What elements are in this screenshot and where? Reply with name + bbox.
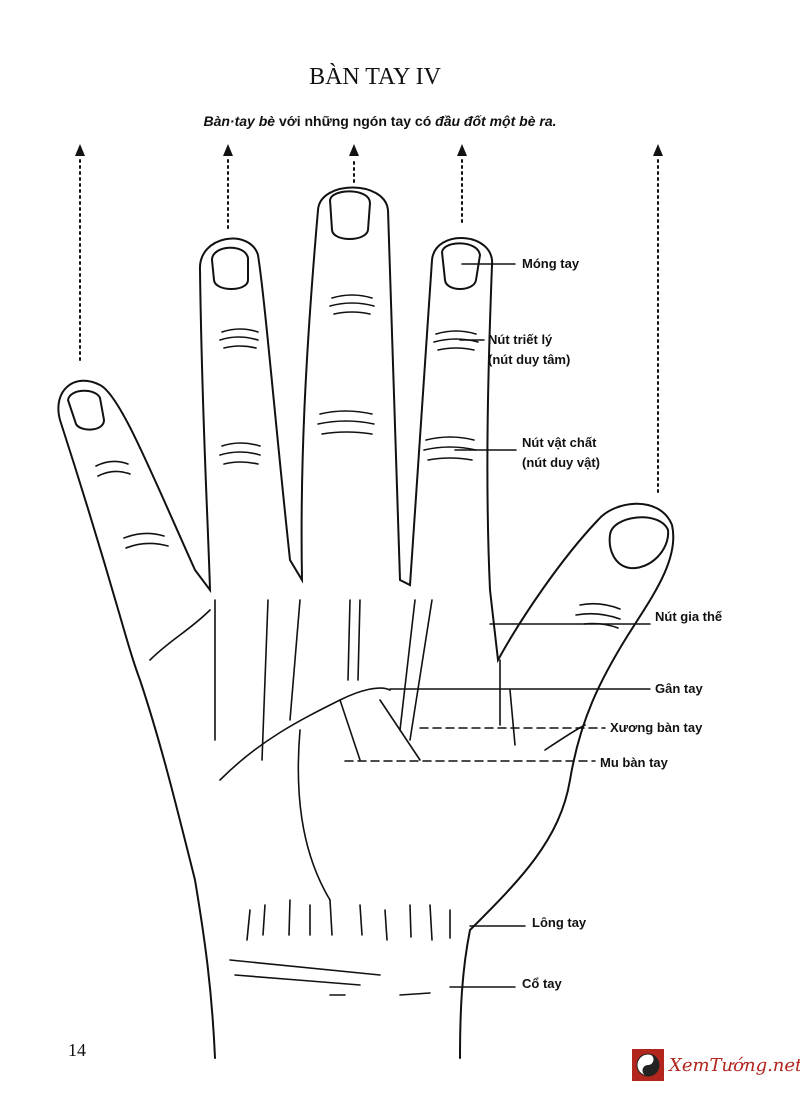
label-xuong-ban-tay: Xương bàn tay [610,720,703,735]
label-gan-tay: Gân tay [655,681,703,696]
nail-thumb [608,516,670,570]
label-nut-duy-tam: (nút duy tâm) [488,352,571,367]
tendons [149,599,586,901]
yin-yang-icon [632,1049,664,1081]
page-number: 14 [68,1040,86,1060]
label-nut-duy-vat: (nút duy vật) [522,455,600,470]
watermark-text: XemTướng.net [669,1054,800,1076]
subtitle-part-2: với những ngón tay có [275,113,436,129]
hand-outline [57,186,675,1059]
page-title: BÀN TAY IV [309,64,441,90]
direction-arrows [79,157,659,493]
label-nut-vat-chat: Nút vật chất [522,435,597,450]
subtitle-part-1: Bàn·tay bè [203,113,276,129]
arrow-heads [75,144,663,156]
subtitle-part-3: đầu đốt một bè ra. [435,113,557,129]
page-subtitle: Bàn·tay bè với những ngón tay có đầu đốt… [0,113,760,129]
nail-index [210,246,249,290]
nail-ring [440,242,482,290]
label-long-tay: Lông tay [532,915,587,930]
pointer-lines [344,263,651,988]
label-nut-triet-ly: Nút triết lý [488,332,553,347]
nail-middle [328,190,372,240]
label-mong-tay: Móng tay [522,256,580,271]
label-mu-ban-tay: Mu bàn tay [600,755,668,770]
label-co-tay: Cổ tay [522,976,562,991]
watermark-logo: XemTướng.net [632,1049,800,1081]
label-nut-gia-the: Nút gia thế [655,609,723,624]
nail-little [66,389,106,431]
knuckle-creases [95,294,621,629]
wrist-hairs [229,899,451,996]
